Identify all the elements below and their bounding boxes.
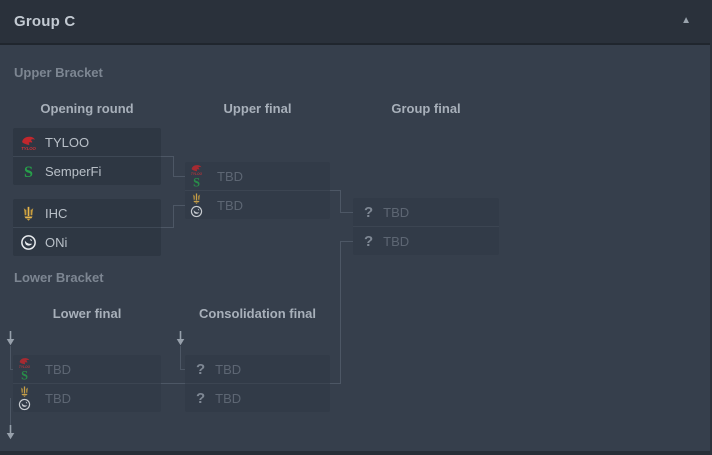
oni-logo-icon [20,234,37,251]
upper-bracket-label: Upper Bracket [14,65,103,80]
tbd-label: TBD [45,390,71,406]
connector-line [330,383,340,384]
panel-bottom-edge [0,451,710,455]
connector-line [330,190,340,191]
match-divider [13,383,161,384]
connector-line [10,398,11,425]
tbd-label: TBD [217,197,243,213]
potential-team-logos [190,192,205,218]
connector-line [173,176,185,177]
ihc-logo-icon [18,385,31,398]
semperfi-logo-icon [20,163,37,180]
tbd-row: TBD [185,191,330,219]
arrow-down-icon [6,425,15,440]
team-name: ONi [45,234,68,250]
round-header-lower-final: Lower final [52,306,122,321]
match-lower-final: TBD TBD [13,355,161,412]
arrow-down-icon [176,331,185,346]
connector-line [161,383,185,384]
question-icon: ? [364,232,374,250]
tbd-row: TBD [185,162,330,190]
team-name: TYLOO [45,134,90,150]
match-upper-final: TBD TBD [185,162,330,219]
tyloo-logo-icon [20,134,37,151]
semperfi-logo-icon [190,176,203,189]
connector-line [173,205,185,206]
tbd-label: TBD [217,168,243,184]
group-title: Group C [14,13,76,30]
tbd-row: TBD [13,355,161,383]
oni-logo-icon [190,205,203,218]
team-row-ihc[interactable]: IHC [13,199,161,227]
tbd-row: ? TBD [353,198,499,226]
team-row-tyloo[interactable]: TYLOO [13,128,161,156]
match-opening-2: IHC ONi [13,199,161,256]
match-divider [353,226,499,227]
round-header-group-final: Group final [391,101,461,116]
round-header-consolidation-final: Consolidation final [199,306,316,321]
semperfi-logo-icon [18,369,31,382]
match-divider [185,190,330,191]
caret-up-icon[interactable]: ▲ [681,15,691,26]
team-row-oni[interactable]: ONi [13,228,161,256]
tbd-row: ? TBD [185,355,330,383]
tbd-label: TBD [215,361,242,377]
lower-bracket-label: Lower Bracket [14,270,104,285]
tbd-row: ? TBD [353,227,499,255]
team-row-semperfi[interactable]: SemperFi [13,157,161,185]
tyloo-logo-icon [190,163,203,176]
connector-line [173,205,174,228]
question-icon: ? [196,360,206,378]
match-divider [13,156,161,157]
tbd-label: TBD [383,233,410,249]
tbd-row: TBD [13,384,161,412]
connector-line [180,369,185,370]
connector-line [173,156,174,177]
team-name: SemperFi [45,163,102,179]
connector-line [161,227,173,228]
connector-line [10,346,11,369]
question-icon: ? [196,389,206,407]
round-header-opening: Opening round [40,101,134,116]
match-divider [185,383,330,384]
match-opening-1: TYLOO SemperFi [13,128,161,185]
match-group-final: ? TBD ? TBD [353,198,499,255]
question-icon: ? [364,203,374,221]
tbd-row: ? TBD [185,384,330,412]
connector-line [340,212,353,213]
group-header-bar[interactable]: Group C ▲ [0,0,710,45]
tbd-label: TBD [383,204,410,220]
connector-line [180,346,181,369]
ihc-logo-icon [190,192,203,205]
match-divider [13,227,161,228]
tbd-label: TBD [45,361,71,377]
arrow-down-icon [6,331,15,346]
connector-line [340,190,341,213]
match-consolidation-final: ? TBD ? TBD [185,355,330,412]
connector-line [340,241,341,384]
tbd-label: TBD [215,390,242,406]
potential-team-logos [18,385,33,411]
ihc-logo-icon [20,205,37,222]
round-header-upper-final: Upper final [223,101,292,116]
potential-team-logos [18,356,33,382]
connector-line [340,241,353,242]
connector-line [161,156,173,157]
oni-logo-icon [18,398,31,411]
connector-line [10,369,13,370]
team-name: IHC [45,205,68,221]
potential-team-logos [190,163,205,189]
tyloo-logo-icon [18,356,31,369]
